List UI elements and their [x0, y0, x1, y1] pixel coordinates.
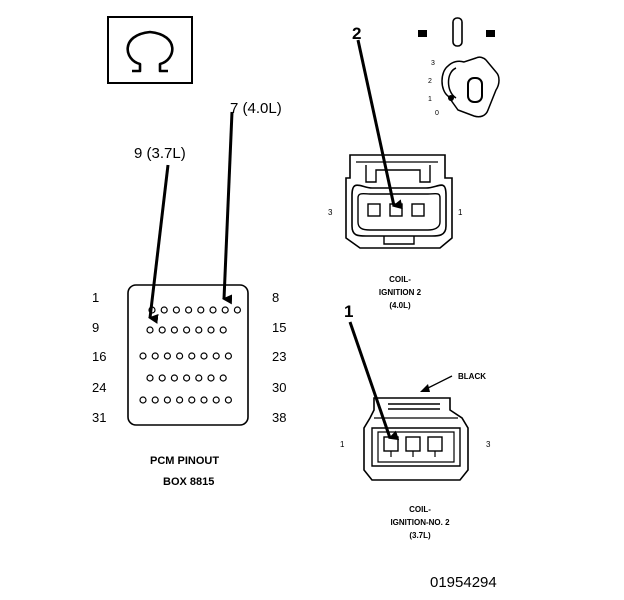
pcm-pin-hole — [151, 396, 159, 404]
ohm-icon — [107, 16, 193, 84]
pcm-pin-hole — [146, 326, 154, 334]
pcm-pin-hole — [163, 396, 171, 404]
pcm-row-label-left: 9 — [92, 320, 100, 335]
pcm-pin-hole — [221, 306, 229, 314]
pcm-pin-hole — [183, 374, 191, 382]
pin-7-callout-label: 7 (4.0L) — [230, 100, 282, 117]
pcm-row-label-right: 23 — [272, 349, 287, 364]
pin-9-callout-label: 9 (3.7L) — [134, 145, 186, 162]
pcm-pin-hole — [170, 374, 178, 382]
pcm-pin-hole — [170, 326, 178, 334]
pcm-pin-hole — [185, 306, 193, 314]
pcm-pin-hole — [197, 306, 205, 314]
pcm-pin-hole — [176, 352, 184, 360]
pcm-pin-hole — [212, 352, 220, 360]
pcm-pin-hole — [183, 326, 191, 334]
pcm-pin-hole — [195, 374, 203, 382]
black-color-label: BLACK — [458, 372, 486, 381]
arrow-pin-7 — [222, 111, 234, 305]
coil-lower-caption-line2: IGNITION-NO. 2 — [390, 518, 450, 527]
coil-lower-connector — [363, 397, 469, 481]
key-position-label: 1 — [428, 96, 432, 103]
pcm-pin-hole — [209, 306, 217, 314]
pcm-pin-hole — [195, 326, 203, 334]
coil-lower-pin-left: 1 — [340, 440, 345, 449]
pcm-pin-hole — [207, 374, 215, 382]
pcm-pin-hole — [146, 374, 154, 382]
pcm-pin-hole — [219, 374, 227, 382]
pcm-pin-hole — [139, 352, 147, 360]
pcm-row-label-left: 16 — [92, 349, 107, 364]
pcm-pin-hole — [172, 306, 180, 314]
key-position-label: 2 — [428, 78, 432, 85]
pcm-pin-hole — [200, 396, 208, 404]
figure-id: 01954294 — [430, 574, 497, 591]
coil-upper-caption-line2: IGNITION 2 — [378, 288, 422, 297]
pcm-pin-hole — [207, 326, 215, 334]
callout-1-label: 1 — [344, 302, 354, 321]
coil-upper-pin-left: 3 — [328, 208, 333, 217]
pcm-pin-hole — [151, 352, 159, 360]
pcm-pin-hole — [212, 396, 220, 404]
pcm-pin-hole — [200, 352, 208, 360]
pcm-row-label-right: 38 — [272, 410, 287, 425]
coil-upper-connector — [345, 154, 453, 249]
coil-upper-caption-line3: (4.0L) — [389, 301, 411, 310]
coil-lower-pin-right: 3 — [486, 440, 491, 449]
coil-lower-caption-line1: COIL- — [409, 505, 431, 514]
pcm-connector — [127, 284, 249, 426]
pcm-pin-hole — [139, 396, 147, 404]
pcm-pin-hole — [176, 396, 184, 404]
arrow-callout-2 — [356, 39, 403, 210]
arrow-pin-9 — [148, 164, 170, 324]
pcm-row-label-left: 31 — [92, 410, 107, 425]
pcm-row-label-right: 30 — [272, 380, 287, 395]
pcm-pin-hole — [224, 396, 232, 404]
pcm-pin-hole — [224, 352, 232, 360]
coil-lower-caption-line3: (3.7L) — [409, 531, 431, 540]
ignition-key-icon — [418, 17, 500, 118]
callout-2-label: 2 — [352, 24, 362, 43]
coil-upper-pin-right: 1 — [458, 208, 463, 217]
pcm-pin-grid — [139, 306, 241, 404]
key-position-label: 0 — [435, 110, 439, 117]
pcm-pin-hole — [160, 306, 168, 314]
pcm-caption-line1: PCM PINOUT — [150, 455, 220, 467]
pcm-pin-hole — [188, 396, 196, 404]
pcm-pin-hole — [233, 306, 241, 314]
arrow-callout-1 — [348, 321, 400, 441]
pcm-row-label-left: 1 — [92, 290, 100, 305]
pcm-pin-hole — [188, 352, 196, 360]
pcm-row-label-left: 24 — [92, 380, 107, 395]
pcm-pin-hole — [158, 374, 166, 382]
coil-upper-caption-line1: COIL- — [389, 275, 411, 284]
arrow-black-label — [427, 375, 453, 389]
arrow-black-head — [420, 384, 430, 392]
pcm-row-label-right: 8 — [272, 290, 280, 305]
pcm-pin-hole — [163, 352, 171, 360]
pcm-pin-hole — [219, 326, 227, 334]
pcm-row-label-right: 15 — [272, 320, 287, 335]
pcm-pin-hole — [158, 326, 166, 334]
pcm-caption-line2: BOX 8815 — [163, 476, 215, 488]
key-position-label: 3 — [431, 60, 435, 67]
